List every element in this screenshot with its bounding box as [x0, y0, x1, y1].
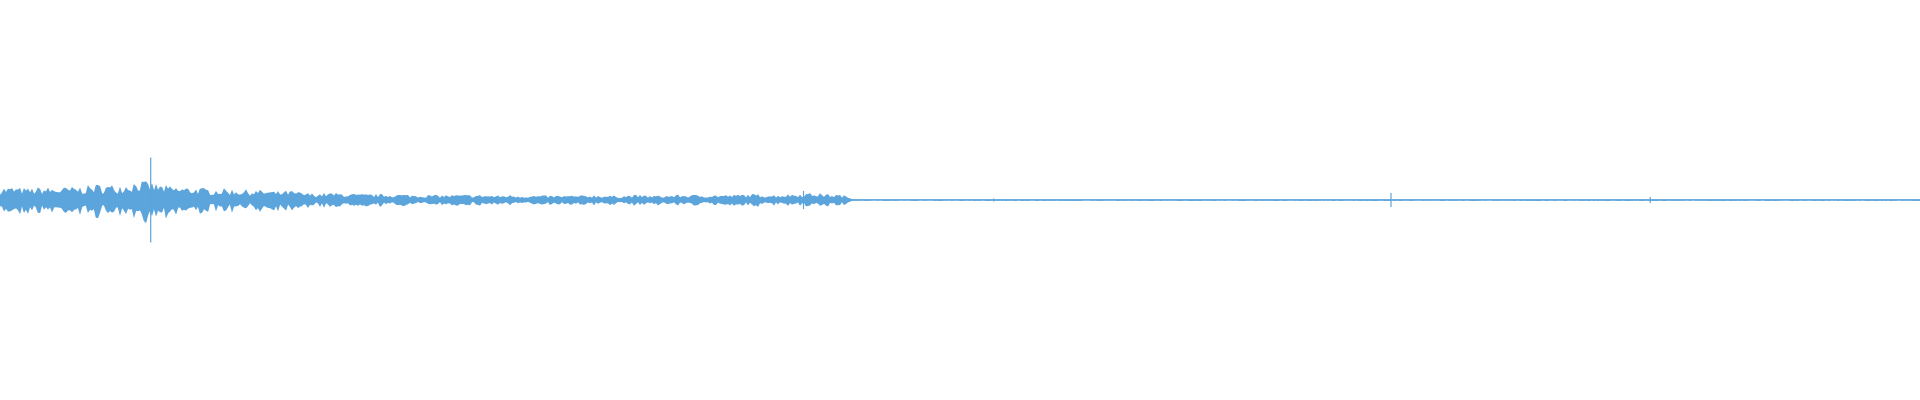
waveform-envelope: [0, 181, 1920, 224]
waveform-layer: [0, 157, 1920, 243]
